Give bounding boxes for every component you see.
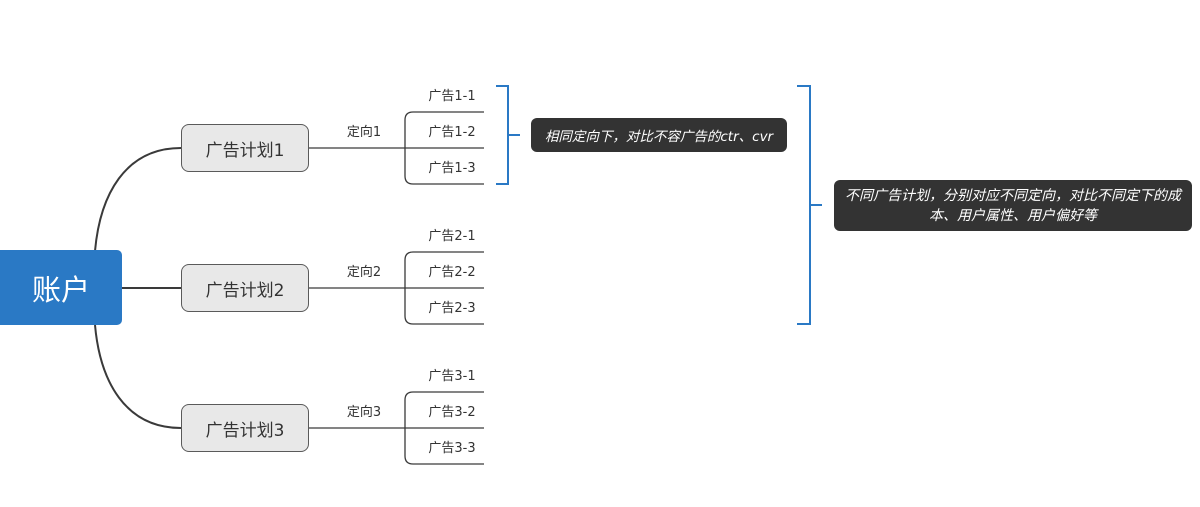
targeting-label-1: 定向1 (346, 125, 382, 140)
ad-label-3-3: 广告3-3 (428, 441, 476, 456)
plan-node-label: 广告计划2 (205, 280, 285, 301)
plan-connectors (309, 111, 484, 465)
plan-node-3: 广告计划3 (181, 404, 309, 452)
root-node-account: 账户 (0, 250, 122, 325)
ad-label-2-3: 广告2-3 (428, 301, 476, 316)
ad-label-1-2: 广告1-2 (428, 125, 476, 140)
ad-label-3-1: 广告3-1 (428, 369, 476, 384)
root-connectors (94, 147, 182, 429)
plan-node-label: 广告计划3 (205, 420, 285, 441)
summary-note-2: 不同广告计划，分别对应不同定向，对比不同定下的成本、用户属性、用户偏好等 (834, 180, 1192, 231)
ad-label-3-2: 广告3-2 (428, 405, 476, 420)
root-node-label: 账户 (31, 272, 90, 307)
summary-note-1-text: 相同定向下，对比不容广告的ctr、cvr (544, 129, 774, 145)
plan-node-label: 广告计划1 (205, 140, 285, 161)
ad-label-2-1: 广告2-1 (428, 229, 476, 244)
summary-note-1: 相同定向下，对比不容广告的ctr、cvr (531, 118, 787, 152)
targeting-label-3: 定向3 (346, 405, 382, 420)
ad-label-1-1: 广告1-1 (428, 89, 476, 104)
ad-label-1-3: 广告1-3 (428, 161, 476, 176)
targeting-label-2: 定向2 (346, 265, 382, 280)
plan-node-2: 广告计划2 (181, 264, 309, 312)
root-to-plan-3-connector (94, 324, 182, 429)
summary-note-2-text: 不同广告计划，分别对应不同定向，对比不同定下的成本、用户属性、用户偏好等 (845, 187, 1181, 224)
plan-1-ad-branch (404, 111, 484, 185)
ad-label-2-2: 广告2-2 (428, 265, 476, 280)
plan-3-ad-branch (404, 391, 484, 465)
root-to-plan-1-connector (94, 147, 182, 252)
summary-bracket-2 (797, 85, 811, 325)
plan-node-1: 广告计划1 (181, 124, 309, 172)
summary-bracket-1 (496, 85, 509, 185)
plan-2-ad-branch (404, 251, 484, 325)
summary-brackets (496, 85, 822, 325)
